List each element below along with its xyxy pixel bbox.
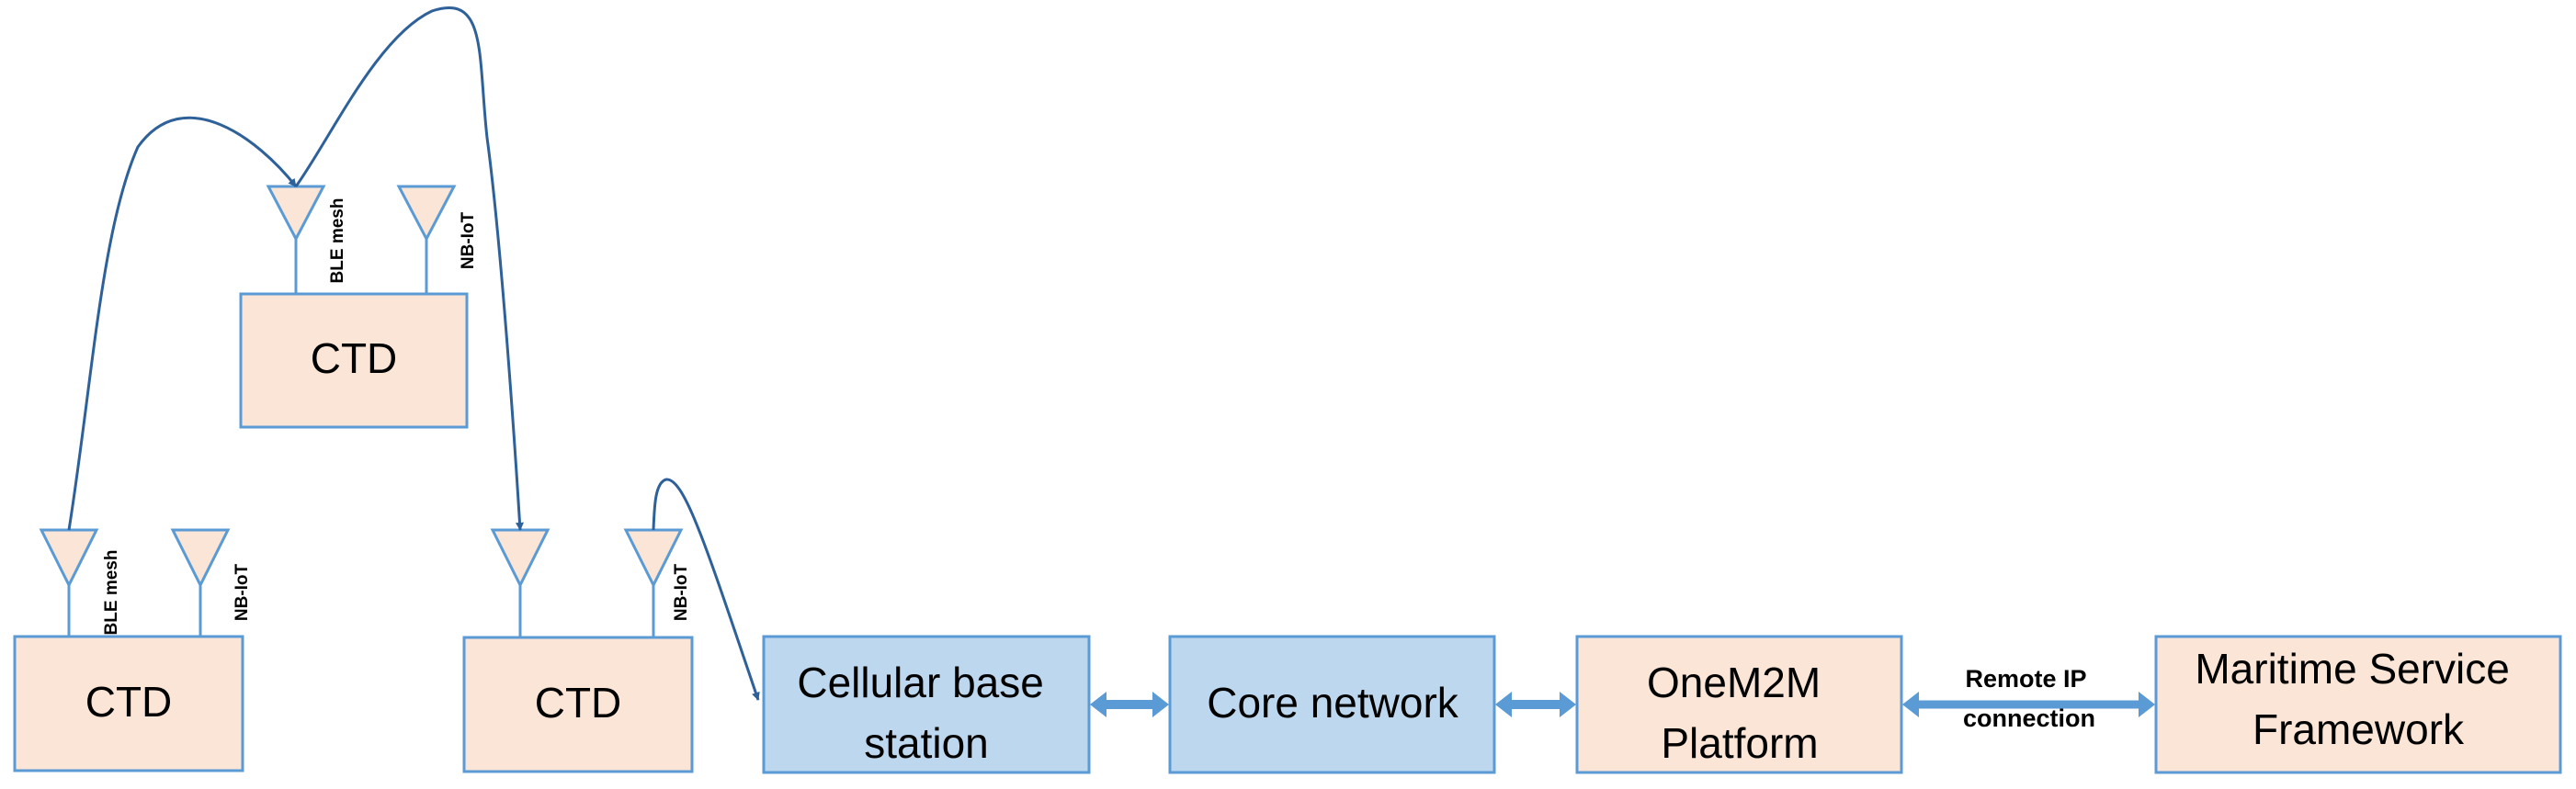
link-core-platform-double-arrow-icon [1495, 692, 1576, 717]
ctd-top-box [239, 292, 469, 429]
ctd-left-box [13, 635, 244, 772]
ctd-left-label: CTD [85, 678, 173, 726]
platform-label: OneM2M Platform [1647, 659, 1833, 767]
link-base-core-double-arrow-icon [1090, 692, 1169, 717]
platform-label-line1: OneM2M [1647, 659, 1821, 706]
core-network-box [1168, 635, 1496, 774]
base-station-label-line2: station [864, 719, 989, 767]
ble-link-top-to-mid [294, 6, 524, 531]
ctd-mid: CTD NB-IoT [462, 528, 694, 773]
ctd-top-ble-antenna-icon [266, 185, 326, 294]
core-network-label: Core network [1207, 679, 1459, 727]
msf-label-line1: Maritime Service [2195, 645, 2510, 693]
ble-link-left-to-top [67, 116, 298, 531]
ctd-left-ble-label: BLE mesh [102, 550, 121, 636]
platform-label-line2: Platform [1661, 719, 1818, 767]
ctd-top-nbiot-antenna-icon [396, 185, 457, 294]
ctd-top-label: CTD [311, 334, 398, 382]
base-station-label: Cellular base station [797, 659, 1055, 767]
ctd-mid-label: CTD [535, 679, 622, 727]
ctd-top-ble-label: BLE mesh [328, 198, 347, 284]
maritime-service-framework: Maritime Service Framework [2154, 635, 2562, 774]
ctd-mid-nbiot-label: NB-IoT [672, 563, 691, 621]
remote-ip-label-line1: Remote IP [1965, 665, 2086, 693]
ctd-mid-box [462, 636, 694, 773]
platform-box [1575, 635, 1903, 774]
ctd-left: CTD BLE mesh NB-IoT [13, 528, 252, 772]
base-station-box [762, 635, 1091, 774]
ctd-top-nbiot-label: NB-IoT [459, 211, 478, 269]
msf-label-line2: Framework [2253, 705, 2465, 753]
ctd-top: CTD BLE mesh NB-IoT [239, 185, 478, 429]
core-network: Core network [1168, 635, 1496, 774]
remote-ip-label: Remote IP connection [1963, 665, 2095, 732]
msf-box [2154, 635, 2562, 774]
link-platform-msf-double-arrow-icon [1902, 692, 2155, 717]
onem2m-platform: OneM2M Platform [1575, 635, 1903, 774]
remote-ip-label-line2: connection [1963, 704, 2095, 732]
ctd-left-nbiot-label: NB-IoT [233, 563, 252, 621]
cellular-base-station: Cellular base station [762, 635, 1091, 774]
ctd-left-nbiot-antenna-icon [170, 528, 231, 637]
ctd-left-ble-antenna-icon [39, 528, 99, 637]
nbiot-link-to-base-station [652, 478, 760, 701]
base-station-label-line1: Cellular base [797, 659, 1043, 706]
msf-label: Maritime Service Framework [2195, 645, 2521, 753]
ctd-mid-ble-antenna-icon [490, 528, 550, 637]
